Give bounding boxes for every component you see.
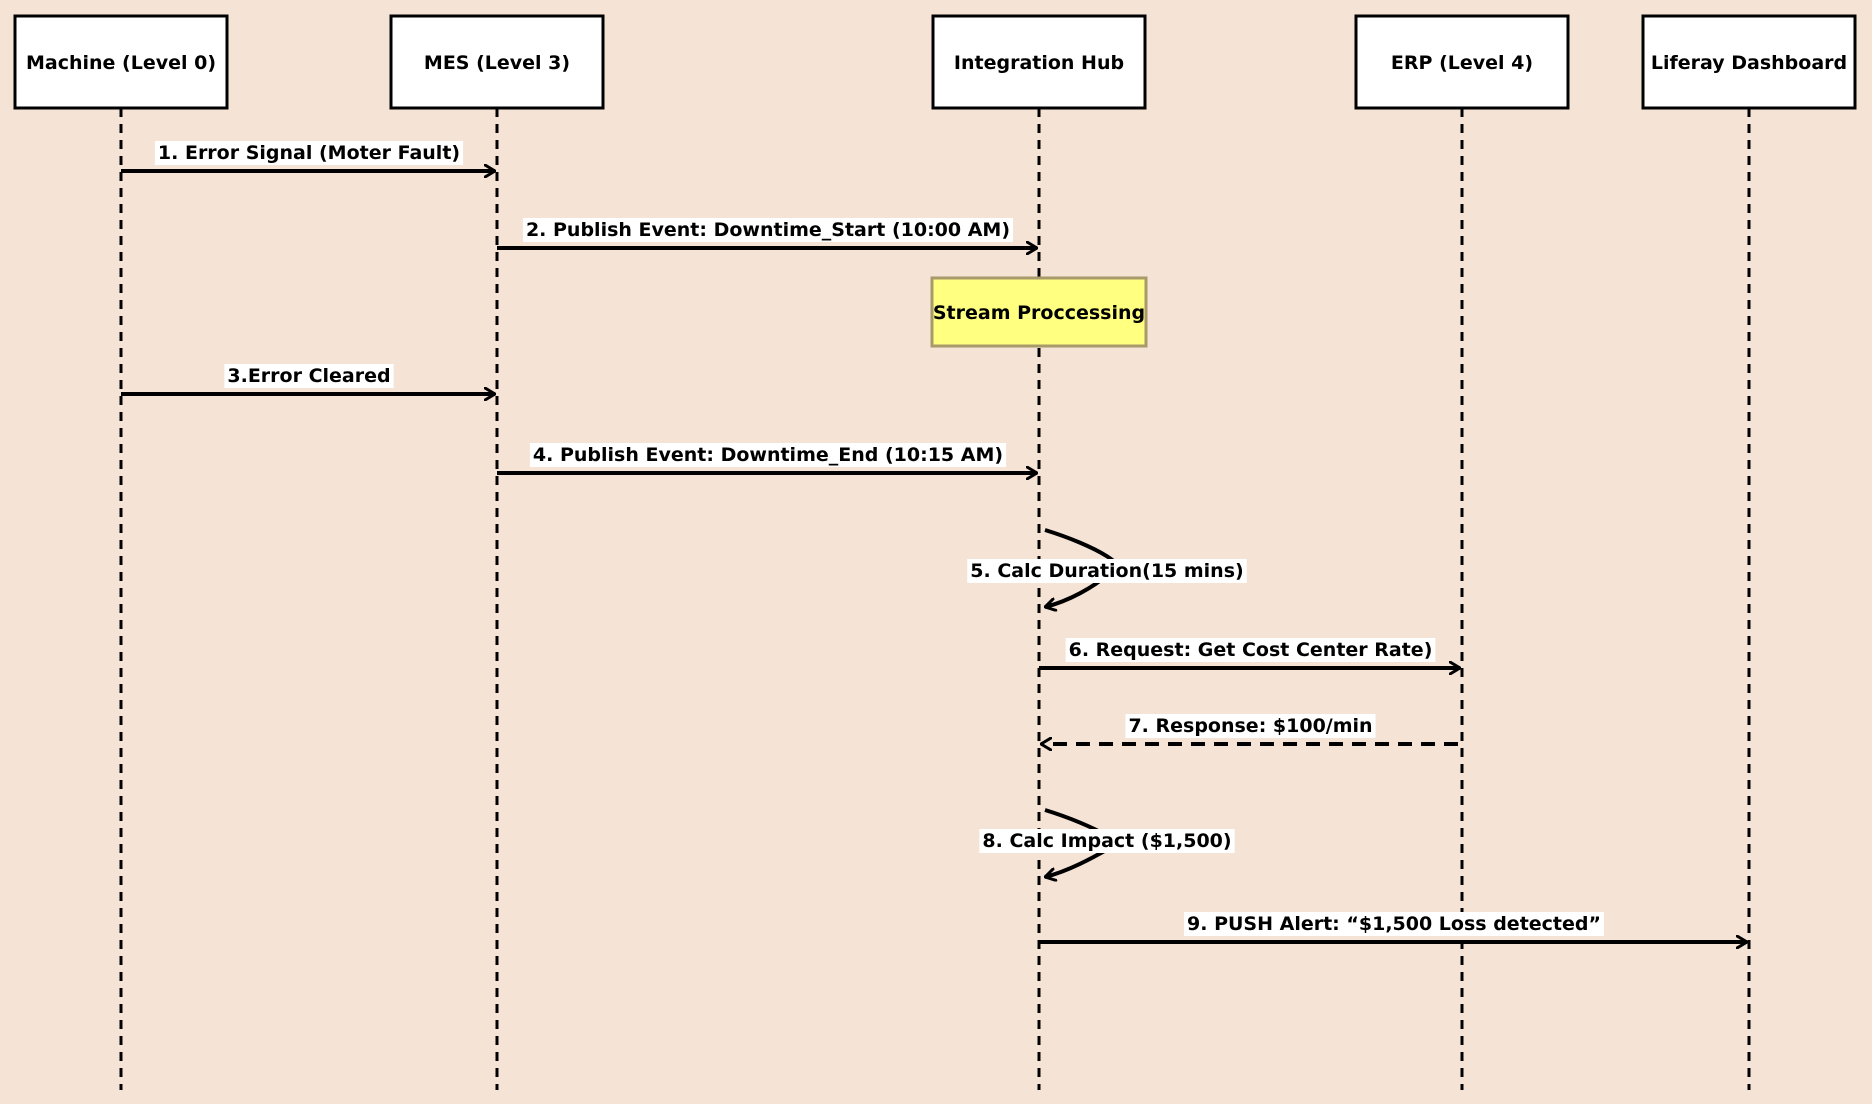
message-label: 2. Publish Event: Downtime_Start (10:00 … <box>526 219 1010 241</box>
message-3-3-error-cleared: 3.Error Cleared <box>121 364 495 394</box>
message-7-7-response-100-min: 7. Response: $100/min <box>1041 714 1458 744</box>
actor-label: Machine (Level 0) <box>26 52 216 74</box>
message-label: 7. Response: $100/min <box>1128 715 1372 737</box>
message-2-2-publish-event-downtime-start-10-00-am: 2. Publish Event: Downtime_Start (10:00 … <box>497 218 1037 248</box>
message-label-background <box>967 559 1247 583</box>
actor-box <box>1641 14 1857 110</box>
note-box <box>930 276 1148 348</box>
message-label: 5. Calc Duration(15 mins) <box>970 560 1243 582</box>
message-label-background <box>529 443 1007 467</box>
message-label-background <box>979 829 1235 853</box>
actor-box <box>931 14 1147 110</box>
message-label-background <box>224 364 394 388</box>
actor-label: MES (Level 3) <box>424 52 570 74</box>
actor-box <box>13 14 229 110</box>
actors: Machine (Level 0) MES (Level 3) Integratio… <box>13 14 1857 110</box>
message-label: 8. Calc Impact ($1,500) <box>982 830 1231 852</box>
message-6-6-request-get-cost-center-rate: 6. Request: Get Cost Center Rate) <box>1039 638 1460 668</box>
actor-liferay: Liferay Dashboard <box>1641 14 1857 110</box>
message-4-4-publish-event-downtime-end-10-15-am: 4. Publish Event: Downtime_End (10:15 AM… <box>497 443 1037 473</box>
actor-hub: Integration Hub <box>931 14 1147 110</box>
actor-label: ERP (Level 4) <box>1391 52 1533 74</box>
actor-box <box>389 14 605 110</box>
actor-box <box>1354 14 1570 110</box>
message-label: 1. Error Signal (Moter Fault) <box>158 142 460 164</box>
stream-processing-note: Stream Proccessing <box>930 276 1148 348</box>
actor-machine: Machine (Level 0) <box>13 14 229 110</box>
actor-mes: MES (Level 3) <box>389 14 605 110</box>
actor-label: Integration Hub <box>954 52 1124 74</box>
message-label: 4. Publish Event: Downtime_End (10:15 AM… <box>533 444 1003 466</box>
message-9-9-push-alert-1-500-loss-detected: 9. PUSH Alert: “$1,500 Loss detected” <box>1039 912 1747 942</box>
messages: 1. Error Signal (Moter Fault) 2. Publish … <box>121 141 1747 942</box>
message-label: 3.Error Cleared <box>227 365 390 387</box>
message-label-background <box>154 141 464 165</box>
note-label: Stream Proccessing <box>933 302 1145 324</box>
message-label-background <box>1184 912 1604 936</box>
message-label: 9. PUSH Alert: “$1,500 Loss detected” <box>1187 913 1601 935</box>
message-8-8-calc-impact-1-500: 8. Calc Impact ($1,500) <box>979 808 1235 877</box>
note-layer: Stream Proccessing <box>930 276 1148 348</box>
message-label-background <box>522 218 1014 242</box>
message-5-5-calc-duration-15-mins: 5. Calc Duration(15 mins) <box>967 528 1247 607</box>
message-label-background <box>1065 638 1436 662</box>
message-1-1-error-signal-moter-fault: 1. Error Signal (Moter Fault) <box>121 141 495 171</box>
actor-erp: ERP (Level 4) <box>1354 14 1570 110</box>
actor-label: Liferay Dashboard <box>1651 52 1847 74</box>
message-label: 6. Request: Get Cost Center Rate) <box>1069 639 1433 661</box>
message-label-background <box>1125 714 1376 738</box>
